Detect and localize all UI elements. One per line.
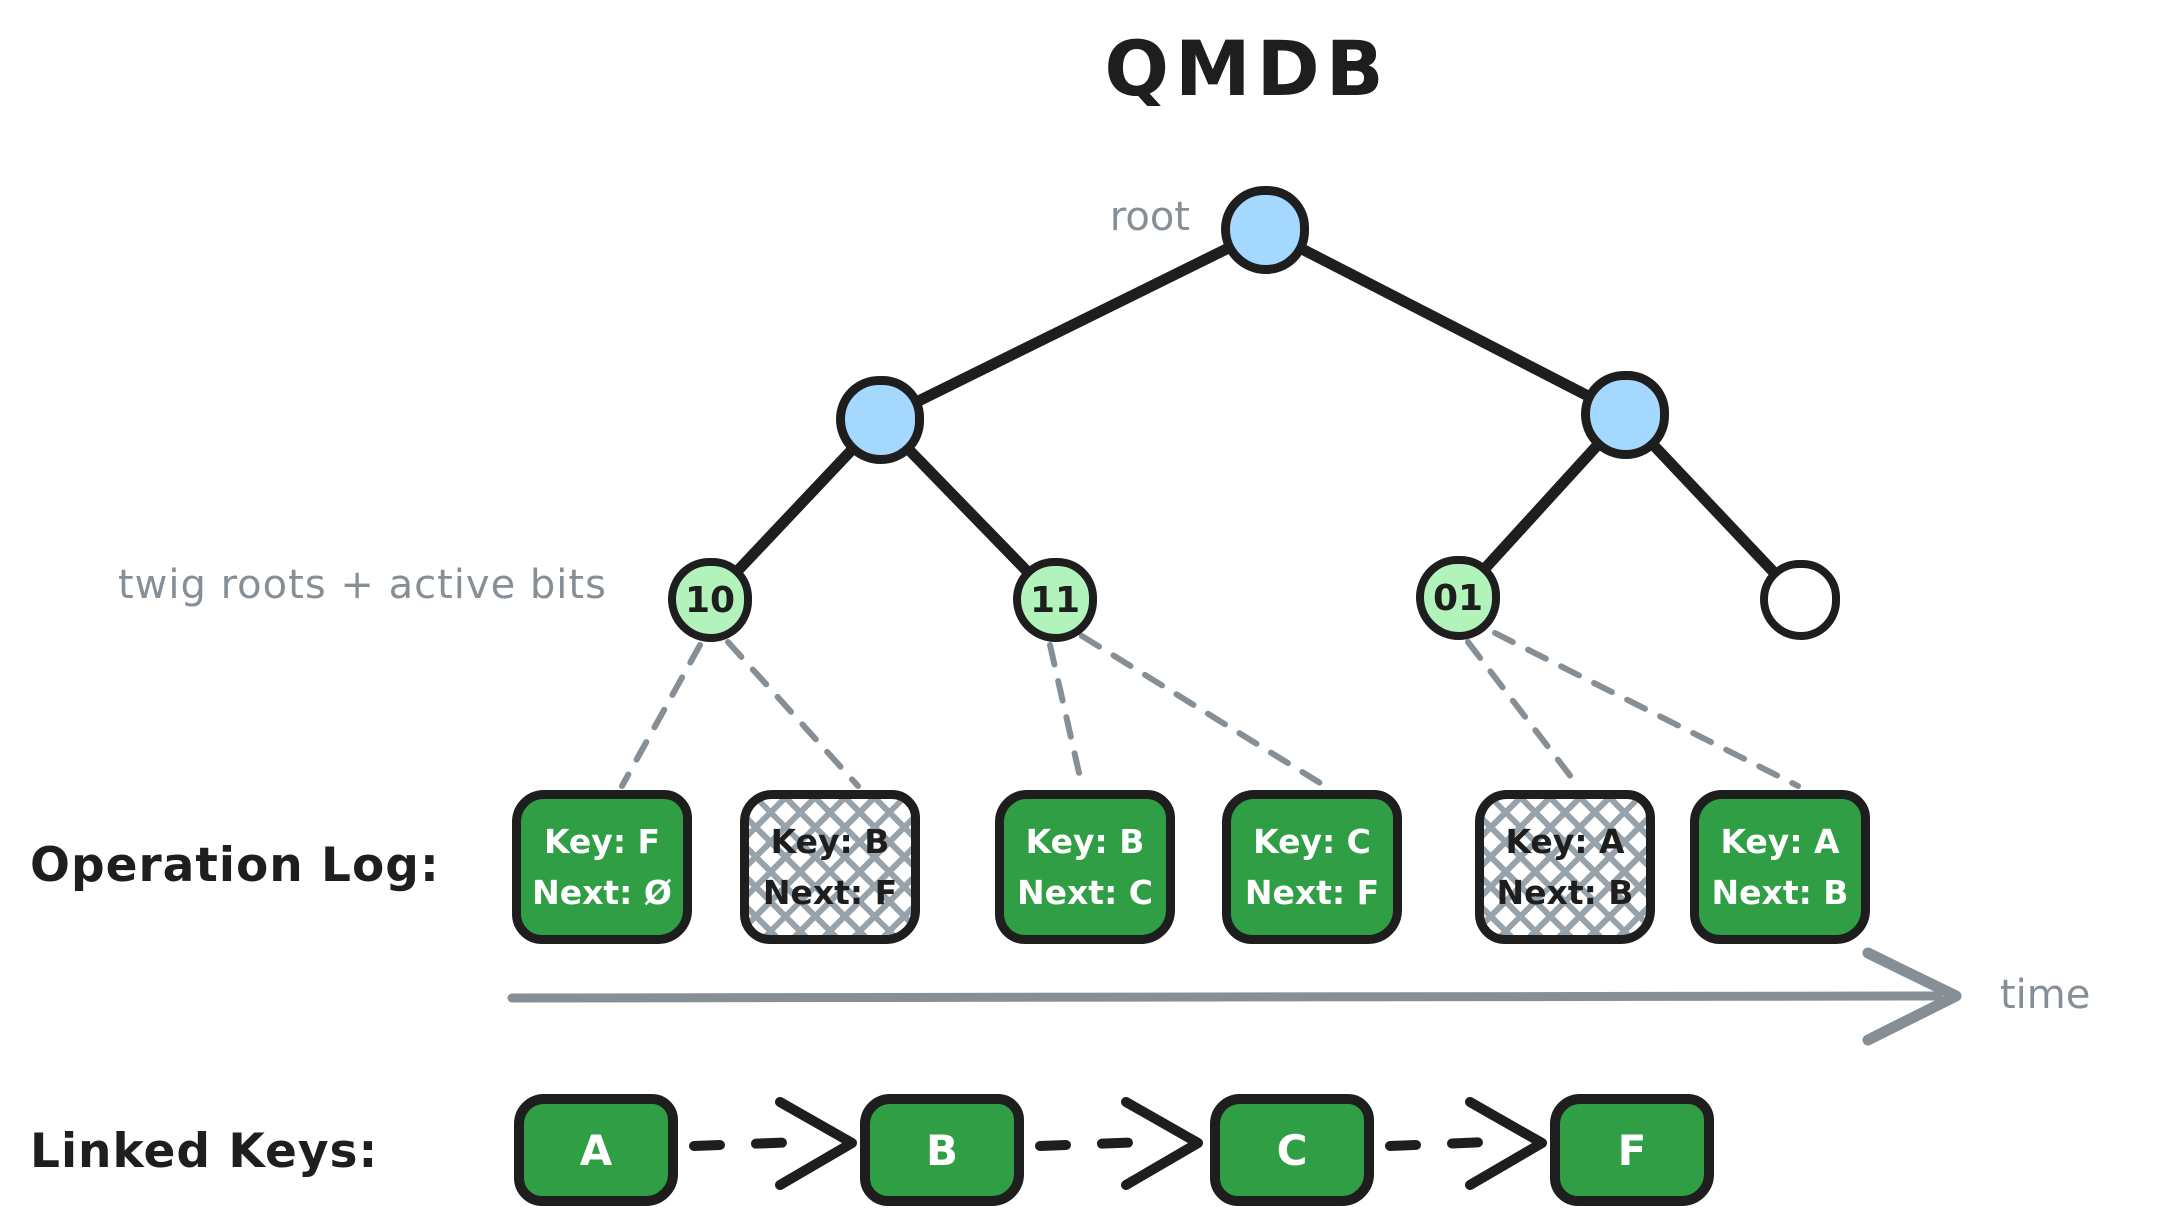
twig-to-log-connectors	[619, 630, 1801, 789]
twig-roots-label: twig roots + active bits	[118, 562, 607, 608]
op-next: Next: C	[1017, 873, 1153, 912]
twig-node-11-label: 11	[1029, 579, 1081, 621]
internal-node-right	[1581, 371, 1669, 459]
linked-key-f: F	[1550, 1094, 1714, 1206]
twig-node-01: 01	[1416, 556, 1500, 640]
op-key: Key: A	[1720, 822, 1840, 861]
linked-key-f-label: F	[1617, 1125, 1647, 1175]
op-log-entry-1: Key: F Next: Ø	[512, 790, 692, 944]
op-key: Key: F	[543, 822, 661, 861]
op-next: Next: F	[762, 873, 898, 912]
linked-key-arrows	[689, 1097, 1547, 1190]
op-log-entry-6: Key: A Next: B	[1690, 790, 1870, 944]
op-next: Next: B	[1496, 873, 1634, 912]
op-log-entry-3: Key: B Next: C	[995, 790, 1175, 944]
time-axis-label: time	[2000, 972, 2091, 1018]
op-next: Next: F	[1244, 873, 1380, 912]
twig-node-10-label: 10	[684, 579, 736, 621]
linked-key-b: B	[860, 1094, 1024, 1206]
operation-log-label: Operation Log:	[30, 838, 440, 893]
linked-key-a: A	[514, 1094, 678, 1206]
linked-key-c-label: C	[1276, 1125, 1308, 1175]
twig-node-empty	[1760, 560, 1840, 640]
op-key: Key: C	[1253, 822, 1371, 861]
page-title: QMDB	[1104, 24, 1390, 113]
op-log-entry-2: Key: B Next: F	[740, 790, 920, 944]
op-next: Next: Ø	[532, 873, 672, 912]
op-next: Next: B	[1711, 873, 1849, 912]
linked-key-a-label: A	[579, 1125, 613, 1175]
time-arrow	[507, 947, 1962, 1046]
op-key: Key: B	[770, 822, 890, 861]
op-log-entry-4: Key: C Next: F	[1222, 790, 1402, 944]
internal-node-left	[836, 376, 924, 464]
op-log-entry-5: Key: A Next: B	[1475, 790, 1655, 944]
linked-key-c: C	[1210, 1094, 1374, 1206]
root-node-label: root	[1109, 194, 1190, 240]
twig-node-11: 11	[1013, 558, 1097, 642]
root-node	[1221, 186, 1309, 274]
linked-keys-label: Linked Keys:	[30, 1124, 379, 1179]
linked-key-b-label: B	[925, 1125, 958, 1175]
op-key: Key: B	[1025, 822, 1145, 861]
twig-node-01-label: 01	[1432, 577, 1484, 619]
op-key: Key: A	[1505, 822, 1625, 861]
twig-node-10: 10	[668, 558, 752, 642]
